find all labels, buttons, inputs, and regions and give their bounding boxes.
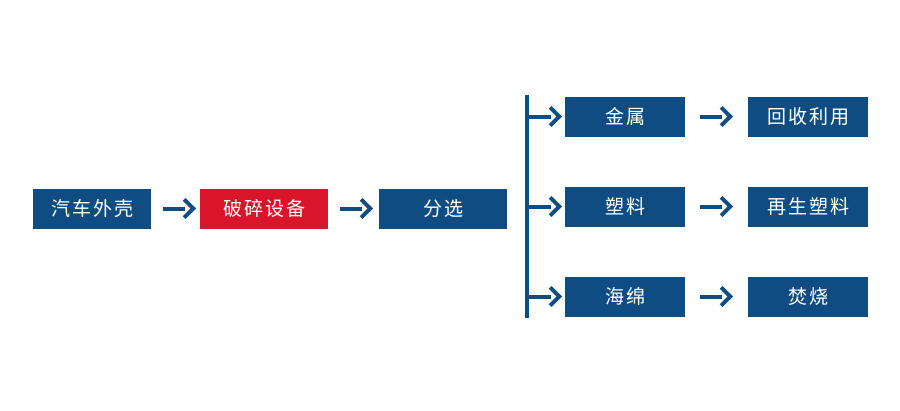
arrow-shaft: [525, 115, 551, 119]
arrow-head: [540, 105, 563, 128]
arrow-right-icon-plastic-to-regenerated: [700, 194, 734, 220]
arrow-right-icon-sponge-to-incineration: [700, 284, 734, 310]
arrow-right-icon-input-to-crusher: [163, 196, 197, 222]
node-regenerated-plastic[interactable]: 再生塑料: [748, 187, 868, 227]
arrow-shaft: [700, 205, 722, 209]
node-sponge[interactable]: 海绵: [565, 277, 685, 317]
node-metal[interactable]: 金属: [565, 97, 685, 137]
node-incineration[interactable]: 焚烧: [748, 277, 868, 317]
arrow-shaft: [700, 295, 722, 299]
arrow-shaft: [525, 295, 551, 299]
arrow-head: [540, 195, 563, 218]
arrow-head: [174, 197, 197, 220]
arrow-right-icon-crusher-to-sorting: [340, 196, 374, 222]
branch-arrow-icon-metal: [525, 104, 563, 130]
branch-arrow-icon-sponge: [525, 284, 563, 310]
node-sorting[interactable]: 分选: [379, 189, 507, 229]
arrow-shaft: [163, 207, 185, 211]
arrow-shaft: [525, 205, 551, 209]
arrow-head: [711, 195, 734, 218]
node-crushing-equipment[interactable]: 破碎设备: [200, 189, 328, 229]
node-vehicle-shell[interactable]: 汽车外壳: [33, 189, 151, 229]
arrow-head: [711, 285, 734, 308]
node-recycle-reuse[interactable]: 回收利用: [748, 97, 868, 137]
arrow-right-icon-metal-to-recycle: [700, 104, 734, 130]
arrow-shaft: [340, 207, 362, 211]
arrow-head: [711, 105, 734, 128]
arrow-head: [351, 197, 374, 220]
arrow-head: [540, 285, 563, 308]
node-plastic[interactable]: 塑料: [565, 187, 685, 227]
branch-arrow-icon-plastic: [525, 194, 563, 220]
arrow-shaft: [700, 115, 722, 119]
